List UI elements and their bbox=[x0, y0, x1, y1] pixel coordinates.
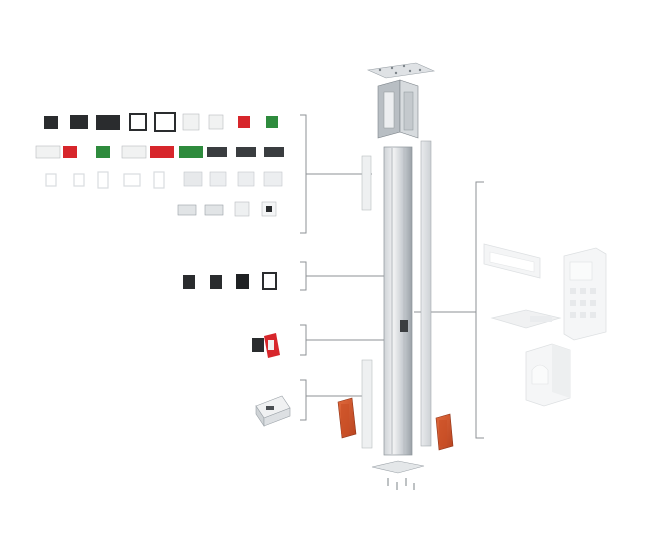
accessory-control-panel bbox=[563, 247, 607, 341]
blank-plate-frame bbox=[262, 272, 277, 290]
socket-module bbox=[266, 116, 278, 128]
socket-module-group bbox=[35, 112, 284, 217]
blank-plate-1 bbox=[183, 275, 195, 289]
blank-frame bbox=[153, 171, 165, 189]
blank-frame bbox=[123, 173, 141, 187]
column-base-plate bbox=[371, 460, 425, 474]
column-cover-strip-left-bottom bbox=[361, 359, 373, 449]
accessory-clamp bbox=[490, 309, 562, 329]
data-module bbox=[177, 204, 197, 216]
connector-module bbox=[183, 171, 203, 187]
socket-frame bbox=[129, 113, 147, 131]
blank-plate-group bbox=[183, 272, 277, 290]
socket-module bbox=[63, 146, 77, 158]
socket-module bbox=[44, 116, 58, 129]
socket-module bbox=[96, 146, 110, 158]
bracket-blank-plates bbox=[300, 261, 307, 291]
socket-module bbox=[182, 113, 200, 131]
bracket-accessories bbox=[475, 181, 484, 439]
column-cover-strip-left-top bbox=[361, 155, 372, 211]
bracket-switch-module bbox=[300, 324, 307, 356]
data-module bbox=[234, 201, 250, 217]
column-top-cap bbox=[366, 62, 436, 79]
socket-module bbox=[179, 146, 203, 158]
column-profile bbox=[383, 146, 413, 456]
socket-module bbox=[35, 145, 61, 159]
accessory-housing bbox=[525, 343, 571, 407]
blank-frame bbox=[45, 173, 57, 187]
connector-module bbox=[263, 171, 283, 187]
socket-module bbox=[150, 146, 174, 158]
socket-module bbox=[96, 115, 120, 130]
orange-cover-right bbox=[435, 413, 454, 451]
accessory-label-holder bbox=[483, 243, 541, 279]
socket-module bbox=[207, 147, 227, 157]
orange-cover-left bbox=[337, 397, 357, 439]
bracket-socket-modules bbox=[300, 114, 307, 234]
socket-module bbox=[208, 114, 224, 130]
socket-module bbox=[121, 145, 147, 159]
socket-module bbox=[238, 116, 250, 128]
blank-plate-2 bbox=[210, 275, 222, 289]
accessory-group bbox=[483, 243, 607, 407]
socket-module bbox=[70, 115, 88, 129]
connector-module bbox=[237, 171, 255, 187]
column-top-bracket bbox=[377, 79, 419, 139]
bracket-power-supply bbox=[300, 379, 307, 421]
blank-frame bbox=[97, 171, 109, 189]
base-screws bbox=[387, 478, 415, 490]
socket-module bbox=[236, 147, 256, 157]
blank-plate-3 bbox=[236, 274, 249, 289]
blank-frame bbox=[73, 173, 85, 187]
power-supply-module bbox=[255, 395, 291, 427]
data-module bbox=[204, 204, 224, 216]
data-module-port bbox=[266, 206, 272, 212]
column-cover-strip-right bbox=[420, 140, 432, 447]
connector-module bbox=[209, 171, 227, 187]
socket-module bbox=[264, 147, 284, 157]
socket-frame bbox=[154, 112, 176, 132]
switch-module bbox=[252, 333, 280, 358]
